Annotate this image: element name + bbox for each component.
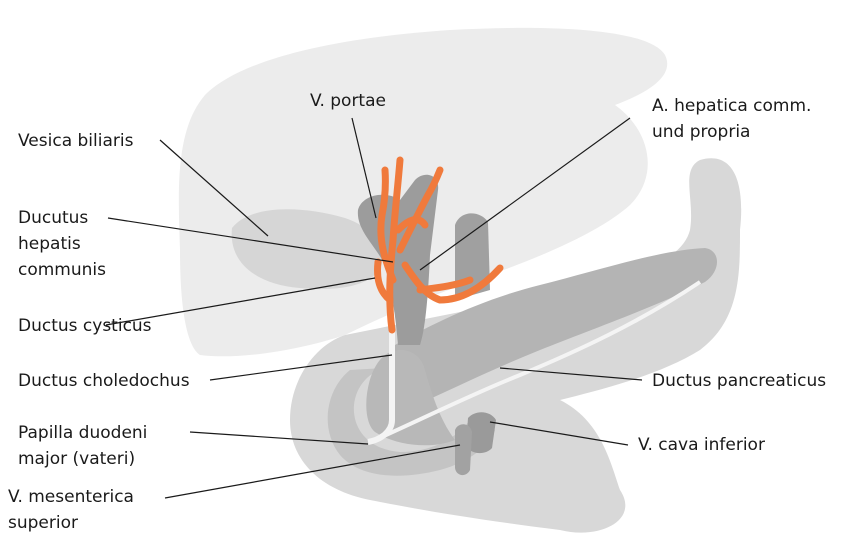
label-ductus-pancreaticus: Ductus pancreaticus <box>652 368 826 394</box>
label-ductus-choledochus: Ductus choledochus <box>18 368 190 394</box>
mesenteric-vein-shape <box>455 424 472 475</box>
label-papilla: Papilla duodeni major (vateri) <box>18 420 147 472</box>
label-v-mesenterica: V. mesenterica superior <box>8 484 134 536</box>
label-ductus-hepatis: Ducutus hepatis communis <box>18 205 106 283</box>
label-ductus-cysticus: Ductus cysticus <box>18 313 152 339</box>
label-a-hepatica: A. hepatica comm. und propria <box>652 93 811 145</box>
label-v-cava: V. cava inferior <box>638 432 765 458</box>
label-vesica-biliaris: Vesica biliaris <box>18 128 133 154</box>
label-v-portae: V. portae <box>310 88 386 114</box>
